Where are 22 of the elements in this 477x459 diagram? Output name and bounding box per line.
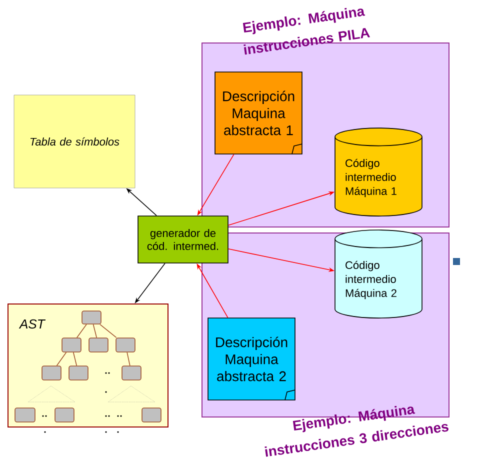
data-cylinder: Código intermedio Máquina 2 bbox=[334, 230, 422, 318]
note-box: Descripción Maquina abstracta 1 bbox=[214, 72, 302, 154]
tree-line bbox=[100, 324, 117, 338]
process-box: generador de cód. intermed. bbox=[138, 216, 228, 264]
tree-node-box bbox=[116, 338, 136, 352]
tree-node-box bbox=[62, 338, 82, 352]
tree-line bbox=[56, 352, 67, 366]
tree-node-box bbox=[88, 338, 108, 352]
tree-node-box bbox=[68, 366, 88, 380]
tree-line bbox=[92, 324, 98, 338]
tree-line bbox=[76, 324, 87, 338]
tree-node-box bbox=[54, 408, 74, 422]
tree-line bbox=[72, 352, 78, 366]
tree-node-box bbox=[42, 366, 62, 380]
tree-node-box bbox=[142, 408, 162, 422]
data-cylinder: Código intermedio Máquina 1 bbox=[334, 128, 422, 216]
table-box: Tabla de símbolos bbox=[14, 94, 136, 188]
tree-node-box bbox=[14, 408, 36, 422]
tree-line bbox=[126, 352, 130, 366]
note-box: Descripción Maquina abstracta 2 bbox=[208, 318, 296, 400]
tree-node-box bbox=[122, 366, 142, 380]
tree-node-box bbox=[82, 310, 102, 324]
